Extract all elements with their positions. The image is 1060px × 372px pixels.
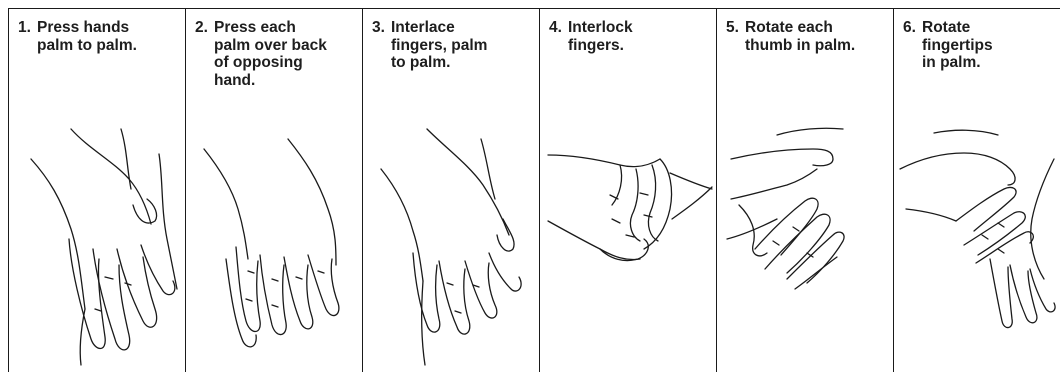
step-5-panel: 5. Rotate each thumb in palm. bbox=[717, 9, 894, 372]
step-2-panel: 2. Press each palm over back of opposing… bbox=[186, 9, 363, 372]
interlocked-fingers-icon bbox=[540, 9, 717, 372]
palm-to-palm-icon bbox=[9, 9, 186, 372]
palm-over-back-icon bbox=[186, 9, 363, 372]
step-1-panel: 1. Press hands palm to palm. bbox=[9, 9, 186, 372]
handwashing-steps-strip: 1. Press hands palm to palm. 2. Press ea… bbox=[8, 8, 1060, 372]
rotate-fingertips-icon bbox=[894, 9, 1060, 372]
step-4-panel: 4. Interlock fingers. bbox=[540, 9, 717, 372]
step-6-panel: 6. Rotate fingertips in palm. bbox=[894, 9, 1060, 372]
step-3-panel: 3. Interlace fingers, palm to palm. bbox=[363, 9, 540, 372]
interlaced-fingers-icon bbox=[363, 9, 540, 372]
rotate-thumb-icon bbox=[717, 9, 894, 372]
